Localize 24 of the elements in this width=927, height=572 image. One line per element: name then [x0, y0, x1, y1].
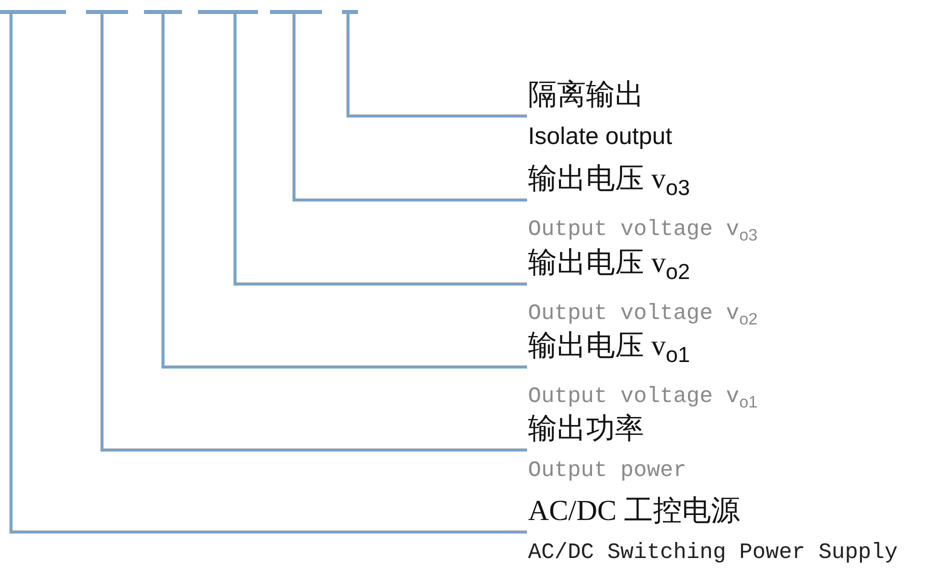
- english-label: Output voltage v$_{o2}$: [528, 300, 758, 330]
- segment-bracket: [270, 10, 322, 14]
- chinese-label: AC/DC 工控电源: [528, 494, 741, 529]
- chinese-label: 输出功率: [528, 412, 645, 447]
- chinese-label: 输出电压 v$_{o3}$: [528, 162, 691, 202]
- english-label: Output power: [528, 457, 686, 485]
- chinese-label: 输出电压 v$_{o2}$: [528, 246, 691, 286]
- segment-bracket: [144, 10, 182, 14]
- leader-line: [292, 14, 527, 202]
- english-label: Output voltage v$_{o1}$: [528, 382, 758, 414]
- leader-line: [234, 14, 527, 286]
- english-label: Output voltage v$_{o3}$: [528, 216, 758, 246]
- segment-bracket: [198, 10, 258, 14]
- chinese-label: 输出电压 v$_{o1}$: [528, 329, 691, 369]
- segment-bracket: [342, 10, 358, 14]
- segment-bracket: [86, 10, 128, 14]
- english-label: Isolate output: [528, 122, 672, 152]
- chinese-label: 隔离输出: [528, 78, 645, 113]
- leader-line: [346, 14, 527, 118]
- segment-bracket: [0, 10, 66, 14]
- leader-line: [100, 14, 527, 452]
- english-label: AC/DC Switching Power Supply: [528, 539, 898, 567]
- leader-line: [10, 14, 527, 534]
- leader-line: [162, 14, 527, 368]
